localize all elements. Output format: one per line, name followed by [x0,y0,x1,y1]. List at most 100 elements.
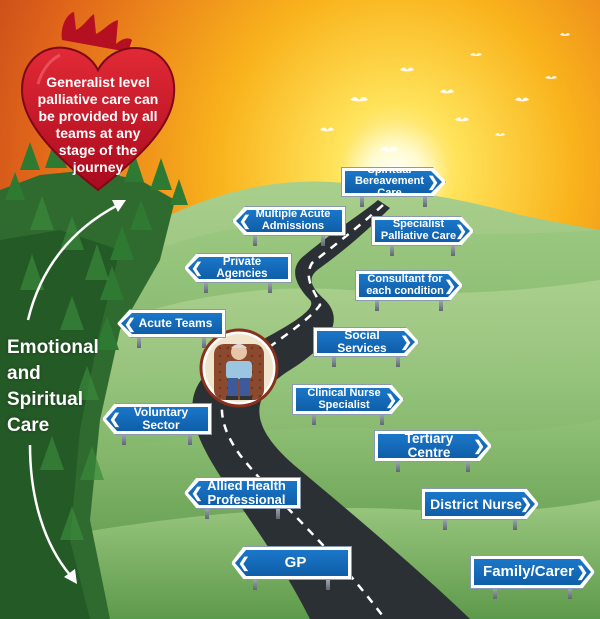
sign-label: Tertiary Centre [378,434,488,458]
sign-label-line: Specialist [318,398,370,411]
sign-post [442,520,447,530]
sign-board: Tertiary Centre❯ [374,430,492,462]
sign-post [374,301,379,311]
sign-post [321,236,326,246]
sign-label-line: Family/Carer [483,563,574,581]
sign-acute-teams: Acute Teams❮ [117,309,226,348]
sign-board: GP ❮ [231,546,352,580]
sign-post [252,236,257,246]
chevron-left-icon: ❮ [109,410,121,427]
chevron-right-icon: ❯ [576,563,588,580]
sign-post [439,301,444,311]
side-label-line: and [7,363,41,384]
sign-post [136,338,141,348]
sign-social-services: Social Services ❯ [313,327,419,367]
sign-district-nurse: District Nurse❯ [421,488,539,530]
heart-line: Generalist level [46,74,150,90]
sign-post [395,462,400,472]
sign-post [513,520,518,530]
sign-label: Acute Teams [121,313,222,334]
sign-gp: GP ❮ [231,546,352,590]
sign-board: District Nurse❯ [421,488,539,520]
chevron-left-icon: ❮ [191,484,203,501]
sign-label-line: Private [222,255,262,268]
sign-label-line: Sector [142,418,180,432]
sign-label: Social Services [317,331,415,353]
sign-post [332,357,337,367]
sign-label-line: Palliative Care [380,230,457,242]
sign-label-line: Multiple Acute [255,208,331,221]
chevron-right-icon: ❯ [473,437,485,454]
sign-post [312,415,317,425]
sign-label-line: Acute Teams [138,316,213,331]
sign-label: GP [235,550,348,576]
heart-message: Generalist level palliative care can be … [34,74,162,176]
up-arrow-icon [26,200,126,321]
chevron-right-icon: ❯ [427,173,439,190]
sign-post [253,580,258,590]
sign-label-line: Consultant for [367,272,443,285]
sign-label-line: Tertiary Centre [404,430,454,460]
chevron-right-icon: ❯ [455,222,467,239]
sign-post [466,462,471,472]
sign-label: District Nurse [425,492,535,516]
sign-label-line: Admissions [261,220,325,232]
chevron-right-icon: ❯ [400,333,412,350]
chevron-left-icon: ❮ [124,315,136,331]
heart-line: stage of the [58,142,138,158]
sign-board: Family/Carer❯ [470,555,595,589]
sign-post [122,435,126,445]
sign-post [493,589,497,599]
emotional-spiritual-care-label: Emotional and Spiritual Care [7,335,99,439]
sign-label-line: Agencies [216,268,268,280]
sign-label-line: Specialist [392,218,445,231]
sign-board: Social Services ❯ [313,327,419,357]
heart-line: be provided by all [38,108,158,124]
sign-label-line: District Nurse [430,495,522,512]
sign-post [325,580,330,590]
heart-line: teams at any [55,125,141,141]
heart-icon [20,12,176,192]
road [192,200,470,619]
side-label-line: Emotional [7,337,99,358]
heart-line: journey [72,159,124,175]
sign-label: Family/Carer [474,559,591,585]
side-label-line: Care [7,415,50,436]
sign-tertiary-centre: Tertiary Centre❯ [374,430,492,472]
sign-post [203,283,208,293]
sign-label-line: Allied Health [207,478,286,494]
sign-label-line: GP [284,554,307,572]
sign-post [568,589,572,599]
sign-label-line: Clinical Nurse [307,386,381,399]
chevron-left-icon: ❮ [239,212,251,229]
sign-label-line: Voluntary [133,405,189,420]
down-arrow-icon [28,444,77,584]
side-label-line: Spiritual [7,389,84,410]
patient-avatar [199,328,279,408]
chevron-left-icon: ❮ [238,554,250,571]
sign-label-line: Social Services [337,328,387,355]
sign-post [202,338,207,348]
sign-label-line: Professional [207,492,286,507]
sign-post [389,246,394,256]
chevron-right-icon: ❯ [520,495,532,512]
sign-post [423,197,427,207]
heart-line: palliative care can [37,91,159,107]
